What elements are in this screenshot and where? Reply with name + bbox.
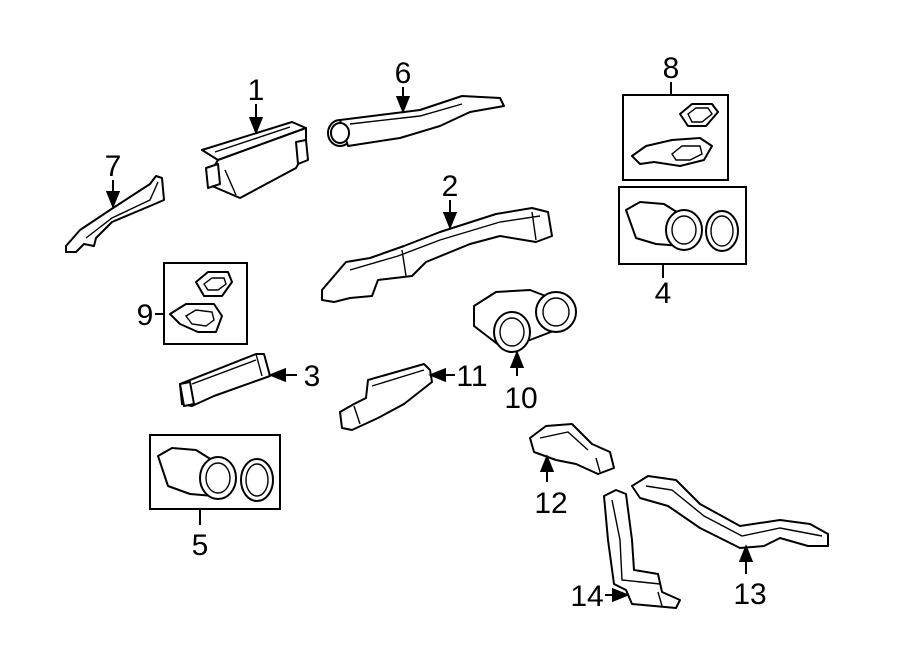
part-14-rear-duct <box>603 489 681 609</box>
part-6-upper-duct <box>327 95 505 147</box>
part-10-dual-vent <box>473 289 577 353</box>
callout-5: 5 <box>192 529 209 562</box>
part-8-vent-kit <box>622 94 729 181</box>
part-2-center-duct <box>321 207 553 303</box>
part-3-small-duct <box>179 353 271 407</box>
part-12-outlet-duct <box>529 423 615 475</box>
callout-9: 9 <box>137 299 154 332</box>
box-5 <box>149 434 281 510</box>
callout-8: 8 <box>663 52 680 85</box>
callout-6: 6 <box>395 57 412 90</box>
part-4-vent-kit <box>618 186 747 265</box>
callout-1: 1 <box>248 74 265 107</box>
box-4 <box>618 186 747 265</box>
part-1-vent-housing <box>201 121 309 199</box>
callout-4: 4 <box>655 277 672 310</box>
callout-12: 12 <box>534 487 567 520</box>
callout-13: 13 <box>733 578 766 611</box>
callout-3: 3 <box>304 360 321 393</box>
part-11-small-duct <box>339 363 433 431</box>
part-5-vent-kit <box>149 434 281 510</box>
callout-10: 10 <box>504 382 537 415</box>
callout-7: 7 <box>105 150 122 183</box>
part-7-side-duct <box>65 175 165 253</box>
box-9 <box>163 262 248 345</box>
callout-14: 14 <box>570 580 603 613</box>
callout-11: 11 <box>456 360 487 393</box>
callout-2: 2 <box>442 170 459 203</box>
part-13-floor-duct <box>631 475 829 549</box>
box-8 <box>622 94 729 181</box>
part-9-vent-kit <box>163 262 248 345</box>
